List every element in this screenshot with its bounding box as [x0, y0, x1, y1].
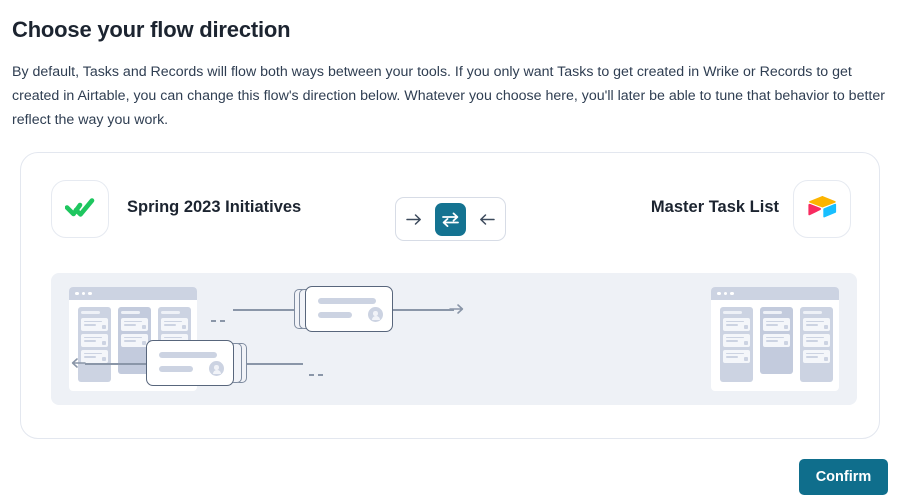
airtable-icon: [807, 194, 837, 224]
board-card: [81, 350, 108, 363]
flow-card-stack-bottom: [146, 340, 247, 386]
page-description: By default, Tasks and Records will flow …: [12, 64, 885, 128]
board-card: [81, 318, 108, 331]
board-title-bar: [69, 287, 197, 300]
flow-dash-segment-bottom: [309, 363, 327, 376]
flow-configuration-card: Spring 2023 Initiatives: [20, 152, 880, 439]
board-column: [760, 307, 793, 374]
arrow-right-icon: [405, 213, 421, 225]
bidirectional-arrows-icon: [442, 212, 459, 227]
flow-direction-toggle[interactable]: [395, 197, 506, 241]
flow-dash-segment-top: [211, 309, 229, 322]
board-card: [803, 350, 830, 363]
board-card: [81, 334, 108, 347]
board-card: [803, 318, 830, 331]
flow-arrowhead-left: [71, 355, 87, 376]
avatar-icon: [209, 361, 224, 376]
window-dot-icon: [717, 291, 721, 296]
wrike-checkmark-icon: [64, 196, 95, 223]
board-card: [161, 318, 188, 331]
board-card: [803, 334, 830, 347]
board-card: [763, 334, 790, 347]
window-dot-icon: [723, 291, 728, 296]
board-card: [723, 350, 750, 363]
board-column: [78, 307, 111, 382]
board-columns: [720, 307, 833, 382]
avatar-icon: [368, 307, 383, 322]
flow-illustration-panel: [51, 273, 857, 405]
flow-line-bottom-right: [241, 363, 303, 365]
flow-line-bottom-left: [85, 363, 150, 365]
flow-endpoints-row: Spring 2023 Initiatives: [21, 153, 881, 265]
board-card: [723, 334, 750, 347]
right-board-mockup: [711, 287, 839, 391]
arrow-left-icon: [480, 213, 496, 225]
page-title: Choose your flow direction: [12, 17, 291, 42]
flow-card-stack-top: [294, 286, 394, 332]
column-header: [803, 311, 823, 314]
column-header: [121, 311, 141, 314]
window-dot-icon: [81, 291, 86, 296]
right-app-name: Master Task List: [650, 198, 779, 216]
right-app-icon-badge: [793, 180, 851, 238]
board-card: [763, 318, 790, 331]
left-app-icon-badge: [51, 180, 109, 238]
board-title-bar: [711, 287, 839, 300]
direction-right-button[interactable]: [399, 203, 429, 236]
board-column: [800, 307, 833, 382]
window-dot-icon: [88, 291, 92, 296]
window-dot-icon: [730, 291, 734, 296]
flow-line-top-right: [384, 309, 454, 311]
direction-bidirectional-button[interactable]: [435, 202, 466, 236]
column-header: [161, 311, 181, 314]
flow-line-top-left: [233, 309, 299, 311]
left-app-name: Spring 2023 Initiatives: [127, 198, 302, 216]
column-header: [81, 311, 101, 314]
board-card: [121, 318, 148, 331]
direction-left-button[interactable]: [472, 203, 502, 236]
flow-arrowhead-right: [449, 301, 465, 322]
board-card: [723, 318, 750, 331]
board-card: [121, 334, 148, 347]
board-column: [720, 307, 753, 382]
column-header: [763, 311, 783, 314]
column-header: [723, 311, 743, 314]
confirm-button[interactable]: Confirm: [799, 459, 888, 495]
window-dot-icon: [75, 291, 79, 296]
board-column: [118, 307, 151, 374]
